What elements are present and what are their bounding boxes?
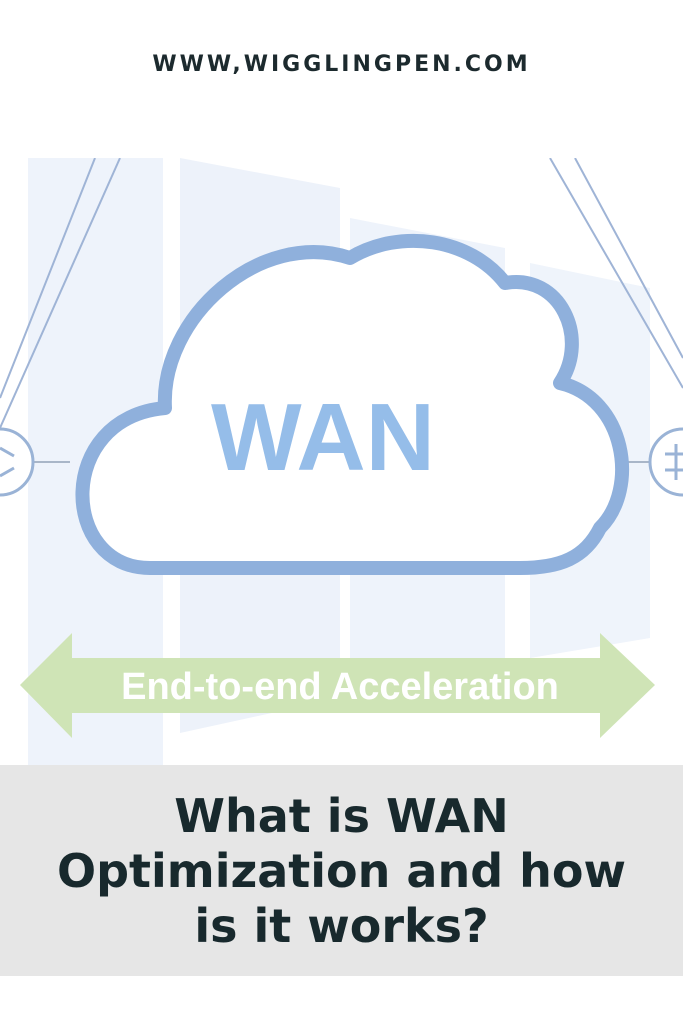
- cloud-shape: [75, 233, 629, 575]
- diagonal-line: [574, 158, 683, 359]
- title-band: [0, 765, 683, 976]
- diagonal-line: [0, 158, 96, 399]
- title-line-3: is it works?: [194, 899, 489, 953]
- wan-illustration: WAN End-to-end Acceleration: [0, 158, 683, 768]
- connector-lines: [0, 158, 683, 463]
- arrow-label: End-to-end Acceleration: [121, 666, 559, 708]
- diagonal-line: [0, 158, 121, 429]
- title-line-1: What is WAN: [174, 789, 509, 843]
- cloud-label: WAN: [211, 384, 435, 491]
- acceleration-arrow: [20, 633, 655, 738]
- title-line-2: Optimization and how: [56, 844, 626, 898]
- right-router-icon: [648, 427, 683, 497]
- left-router-icon: [0, 427, 35, 497]
- diagonal-line: [549, 158, 683, 389]
- site-url: WWW,WIGGLINGPEN.COM: [152, 52, 531, 77]
